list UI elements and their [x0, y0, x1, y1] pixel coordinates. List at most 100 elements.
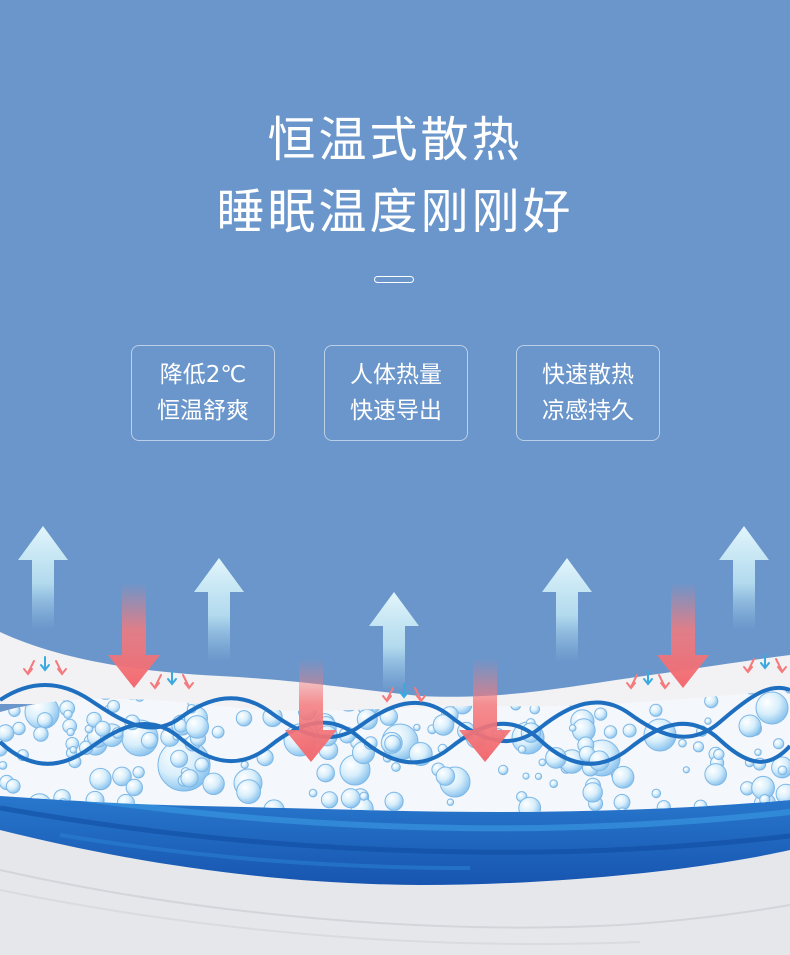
feature-card-cooling: 降低2℃ 恒温舒爽 [131, 345, 275, 441]
small-flow-arrows [23, 654, 787, 703]
feature-card-subtitle: 凉感持久 [542, 398, 634, 424]
bubble-icon [413, 723, 421, 732]
bubble-icon [308, 788, 318, 798]
bubble-icon [316, 763, 336, 783]
small-arrow-icon [40, 656, 50, 672]
bubble-icon [185, 715, 209, 739]
bubble-icon [240, 760, 249, 770]
bubble-icon [518, 796, 542, 812]
small-arrow-icon [150, 674, 162, 690]
cool-arrow-up-icon [369, 592, 419, 692]
title-divider [374, 276, 414, 283]
bubble-icon [582, 782, 603, 803]
bubble-icon [89, 767, 112, 791]
bubble-icon [755, 691, 789, 725]
heat-arrow-down-icon [459, 658, 511, 762]
bubble-icon [538, 758, 547, 767]
bubble-icon [738, 714, 762, 738]
bubble-icon [692, 741, 705, 753]
bubble-icon [170, 749, 189, 768]
bubble-icon [33, 726, 49, 742]
heat-arrow-down-icon [657, 582, 709, 688]
bubble-icon [446, 798, 455, 806]
bubble-icon [235, 710, 253, 727]
bubble-icon [384, 735, 402, 752]
white-top-layer [0, 632, 790, 715]
headline-line-2: 睡眠温度刚刚好 [216, 184, 574, 240]
small-arrow-icon [167, 670, 177, 686]
bubble-icon [391, 762, 401, 772]
bubble-icon [0, 761, 8, 770]
bubble-icon [66, 727, 75, 737]
bubble-icon [785, 690, 790, 694]
cool-arrows-up [18, 526, 769, 692]
bubble-icon [649, 703, 663, 717]
feature-card-title: 人体热量 [350, 362, 442, 388]
bubble-icon [704, 763, 728, 786]
headline-line-1: 恒温式散热 [267, 112, 523, 168]
small-arrow-icon [760, 654, 770, 670]
bubble-icon [359, 791, 369, 801]
bubble-icon [777, 765, 788, 776]
bubble-icon [107, 699, 121, 713]
feature-card-title: 快速散热 [542, 362, 634, 388]
bubble-icon [549, 779, 559, 789]
bubble-icon [611, 765, 635, 789]
cool-arrow-up-icon [18, 526, 68, 630]
small-arrow-icon [55, 660, 67, 676]
bubble-icon [340, 788, 361, 809]
bubble-icon [36, 712, 53, 729]
small-arrow-icon [658, 674, 670, 690]
bubble-icon [194, 757, 210, 773]
bubble-mesh-layer [0, 683, 790, 812]
bubble-icon [94, 720, 111, 737]
small-arrow-icon [399, 683, 409, 699]
bubble-icon [69, 746, 77, 754]
bubble-icon [754, 748, 762, 757]
cool-arrow-up-icon [194, 558, 244, 662]
bubble-icon [773, 738, 785, 750]
bubble-icon [651, 788, 662, 799]
bubble-icon [594, 707, 608, 721]
small-arrow-icon [775, 658, 787, 674]
bubble-icon [522, 772, 530, 780]
bubble-icon [8, 704, 21, 717]
bubble-icon [236, 779, 262, 804]
small-arrow-icon [23, 660, 35, 676]
bubble-icon [568, 724, 577, 732]
bubble-icon [140, 731, 158, 749]
small-arrow-icon [743, 658, 755, 674]
bubble-icon [678, 738, 687, 748]
bubble-icon [498, 764, 509, 776]
bubble-icon [432, 714, 455, 736]
small-arrow-icon [626, 674, 638, 690]
bubble-icon [112, 766, 132, 787]
bubble-icon [63, 709, 73, 719]
bubble-icon [125, 778, 144, 797]
bubble-icon [435, 766, 456, 786]
feature-card-subtitle: 恒温舒爽 [157, 398, 249, 424]
bubble-icon [682, 766, 690, 774]
bubble-icon [211, 725, 225, 739]
heat-arrow-down-icon [285, 658, 337, 762]
bubble-icon [202, 772, 225, 795]
cool-arrow-up-icon [542, 558, 592, 662]
feature-card-subtitle: 快速导出 [350, 398, 442, 424]
cool-arrow-up-icon [719, 526, 769, 630]
bubble-icon [180, 769, 199, 788]
bubble-icon [622, 723, 637, 738]
feature-card-fast-dissipation: 快速散热 凉感持久 [516, 345, 660, 441]
bubble-icon [12, 721, 26, 736]
small-arrow-icon [382, 687, 394, 703]
small-arrow-icon [414, 687, 426, 703]
heat-arrows-down [108, 582, 709, 762]
small-arrow-icon [643, 670, 653, 686]
bubble-icon [132, 766, 145, 779]
bubble-icon [517, 745, 527, 754]
small-arrow-icon [182, 674, 194, 690]
bubble-icon [713, 748, 725, 761]
feature-card-title: 降低2℃ [159, 362, 247, 388]
feature-card-heat-export: 人体热量 快速导出 [324, 345, 468, 441]
